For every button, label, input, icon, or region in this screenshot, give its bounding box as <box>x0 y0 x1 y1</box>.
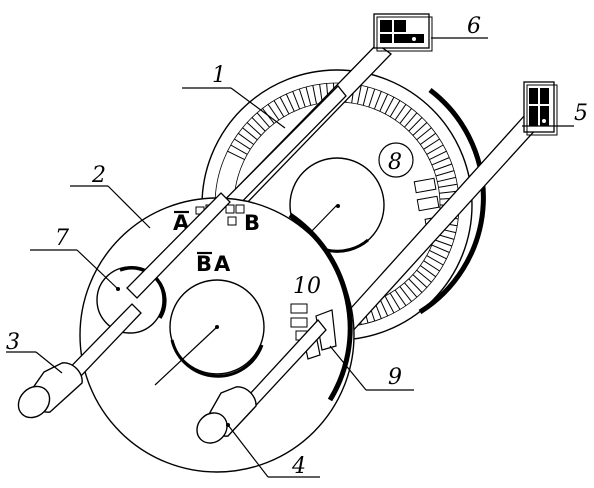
slot-line <box>238 132 254 145</box>
shaft-1-front-stub <box>126 192 231 299</box>
slot-line <box>431 244 450 253</box>
slot-line <box>234 138 251 150</box>
slot-line <box>399 286 412 302</box>
label-1: 1 <box>212 63 226 88</box>
label-9: 9 <box>388 365 402 390</box>
shaft-4 <box>196 319 327 444</box>
slot-line <box>412 122 428 136</box>
slot-line <box>439 190 459 194</box>
label-10: 10 <box>293 274 321 299</box>
slot-line <box>242 127 258 141</box>
slot-line <box>394 289 407 306</box>
label-3: 3 <box>6 330 20 355</box>
slot-line <box>246 122 262 136</box>
label-8: 8 <box>388 150 402 175</box>
sensor-block-6 <box>373 13 433 52</box>
slot-line <box>438 183 458 188</box>
slot-line <box>431 157 450 166</box>
slot-line <box>279 96 290 115</box>
label-7: 7 <box>55 226 69 251</box>
slot-line <box>357 85 362 105</box>
label-2: 2 <box>91 163 106 188</box>
slot-line <box>420 132 436 145</box>
label-6: 6 <box>467 14 481 39</box>
sensor-block-5 <box>523 81 558 136</box>
slot-line <box>389 100 401 118</box>
slot-line <box>429 150 447 161</box>
back-window-1 <box>413 177 437 194</box>
slot-line <box>416 127 432 141</box>
slot-line <box>404 112 418 128</box>
slot-line <box>420 265 436 278</box>
number-labels: 1 2 3 4 5 6 7 9 <box>6 14 588 479</box>
label-4: 4 <box>291 454 306 479</box>
leader-lines <box>6 37 574 478</box>
slot-line <box>404 282 418 298</box>
slot-line <box>273 100 285 118</box>
slot-line <box>230 144 248 155</box>
slot-line <box>312 85 317 105</box>
slot-line <box>423 260 440 272</box>
shaft-3 <box>17 303 142 419</box>
slot-line <box>285 93 295 112</box>
back-window-2 <box>416 195 440 212</box>
slot-line <box>379 298 389 317</box>
slot-line <box>408 117 423 132</box>
slot-line <box>362 86 369 106</box>
slot-line <box>423 138 440 150</box>
slot-line <box>256 112 270 128</box>
slot-line <box>433 239 453 247</box>
slot-line <box>384 96 395 115</box>
slot-line <box>412 274 428 288</box>
slot-line <box>389 292 401 310</box>
slot-line <box>227 150 245 161</box>
slot-line <box>292 91 301 110</box>
slot-line <box>408 278 423 293</box>
slot-line <box>435 170 455 177</box>
code-b-label: B <box>244 211 260 235</box>
slot-line <box>399 108 412 124</box>
slot-line <box>373 91 382 110</box>
slot-line <box>368 88 376 108</box>
slot-line <box>394 104 407 121</box>
label-5: 5 <box>574 101 588 126</box>
slot-line <box>298 88 306 108</box>
code-ba-b-label: B <box>196 252 212 276</box>
slot-line <box>305 86 312 106</box>
slot-line <box>426 144 444 155</box>
slot-line <box>426 255 444 266</box>
slot-line <box>251 117 266 132</box>
slot-line <box>437 176 456 183</box>
label-8-circle <box>378 142 414 178</box>
slot-line <box>433 163 453 171</box>
slot-line <box>384 295 395 314</box>
code-ba-a-label: A <box>214 252 231 276</box>
slot-line <box>379 93 389 112</box>
slot-line <box>416 269 432 283</box>
slot-line <box>267 104 280 121</box>
slot-line <box>429 249 447 260</box>
